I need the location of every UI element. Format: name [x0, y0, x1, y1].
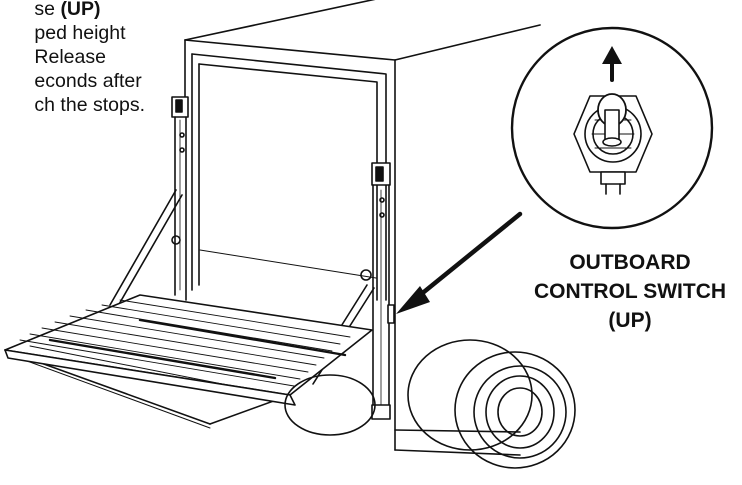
instruction-line-3: Release — [34, 46, 106, 68]
callout-line-2: CONTROL SWITCH — [533, 280, 727, 303]
truck-body — [184, 0, 541, 456]
callout-line-1: OUTBOARD — [569, 251, 691, 274]
right-column — [360, 162, 391, 420]
callout-line-3: (UP) — [608, 309, 652, 332]
instruction-line-1: se — [34, 0, 61, 20]
instruction-line-2: ped height — [34, 22, 126, 44]
side-switch — [387, 304, 395, 324]
instruction-text: se (UP) ped height Release econds after … — [34, 0, 145, 117]
switch-callout-label: OUTBOARD CONTROL SWITCH (UP) — [518, 248, 742, 335]
instruction-line-4: econds after — [34, 70, 142, 92]
instruction-line-5: ch the stops. — [34, 94, 145, 116]
instruction-up-bold: (UP) — [60, 0, 101, 20]
tires — [284, 339, 576, 469]
switch-detail-magnifier — [510, 26, 714, 230]
pointer-arrow — [396, 211, 523, 314]
platform — [4, 294, 373, 429]
